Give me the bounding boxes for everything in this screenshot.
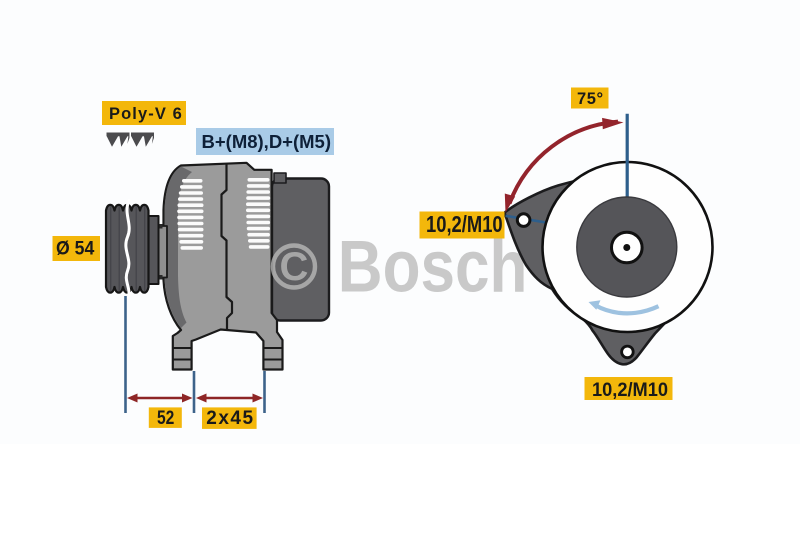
svg-text:10,2/M10: 10,2/M10 [592, 379, 668, 400]
svg-text:10,2/M10: 10,2/M10 [426, 212, 503, 237]
svg-text:Bosch: Bosch [338, 227, 528, 308]
svg-text:52: 52 [157, 406, 175, 428]
svg-text:Poly-V 6: Poly-V 6 [109, 105, 183, 123]
svg-text:C: C [280, 245, 309, 289]
svg-text:Ø 54: Ø 54 [56, 237, 95, 259]
svg-text:2x45: 2x45 [206, 408, 254, 429]
svg-text:B+(M8),D+(M5): B+(M8),D+(M5) [202, 131, 332, 152]
svg-text:75°: 75° [577, 90, 604, 108]
